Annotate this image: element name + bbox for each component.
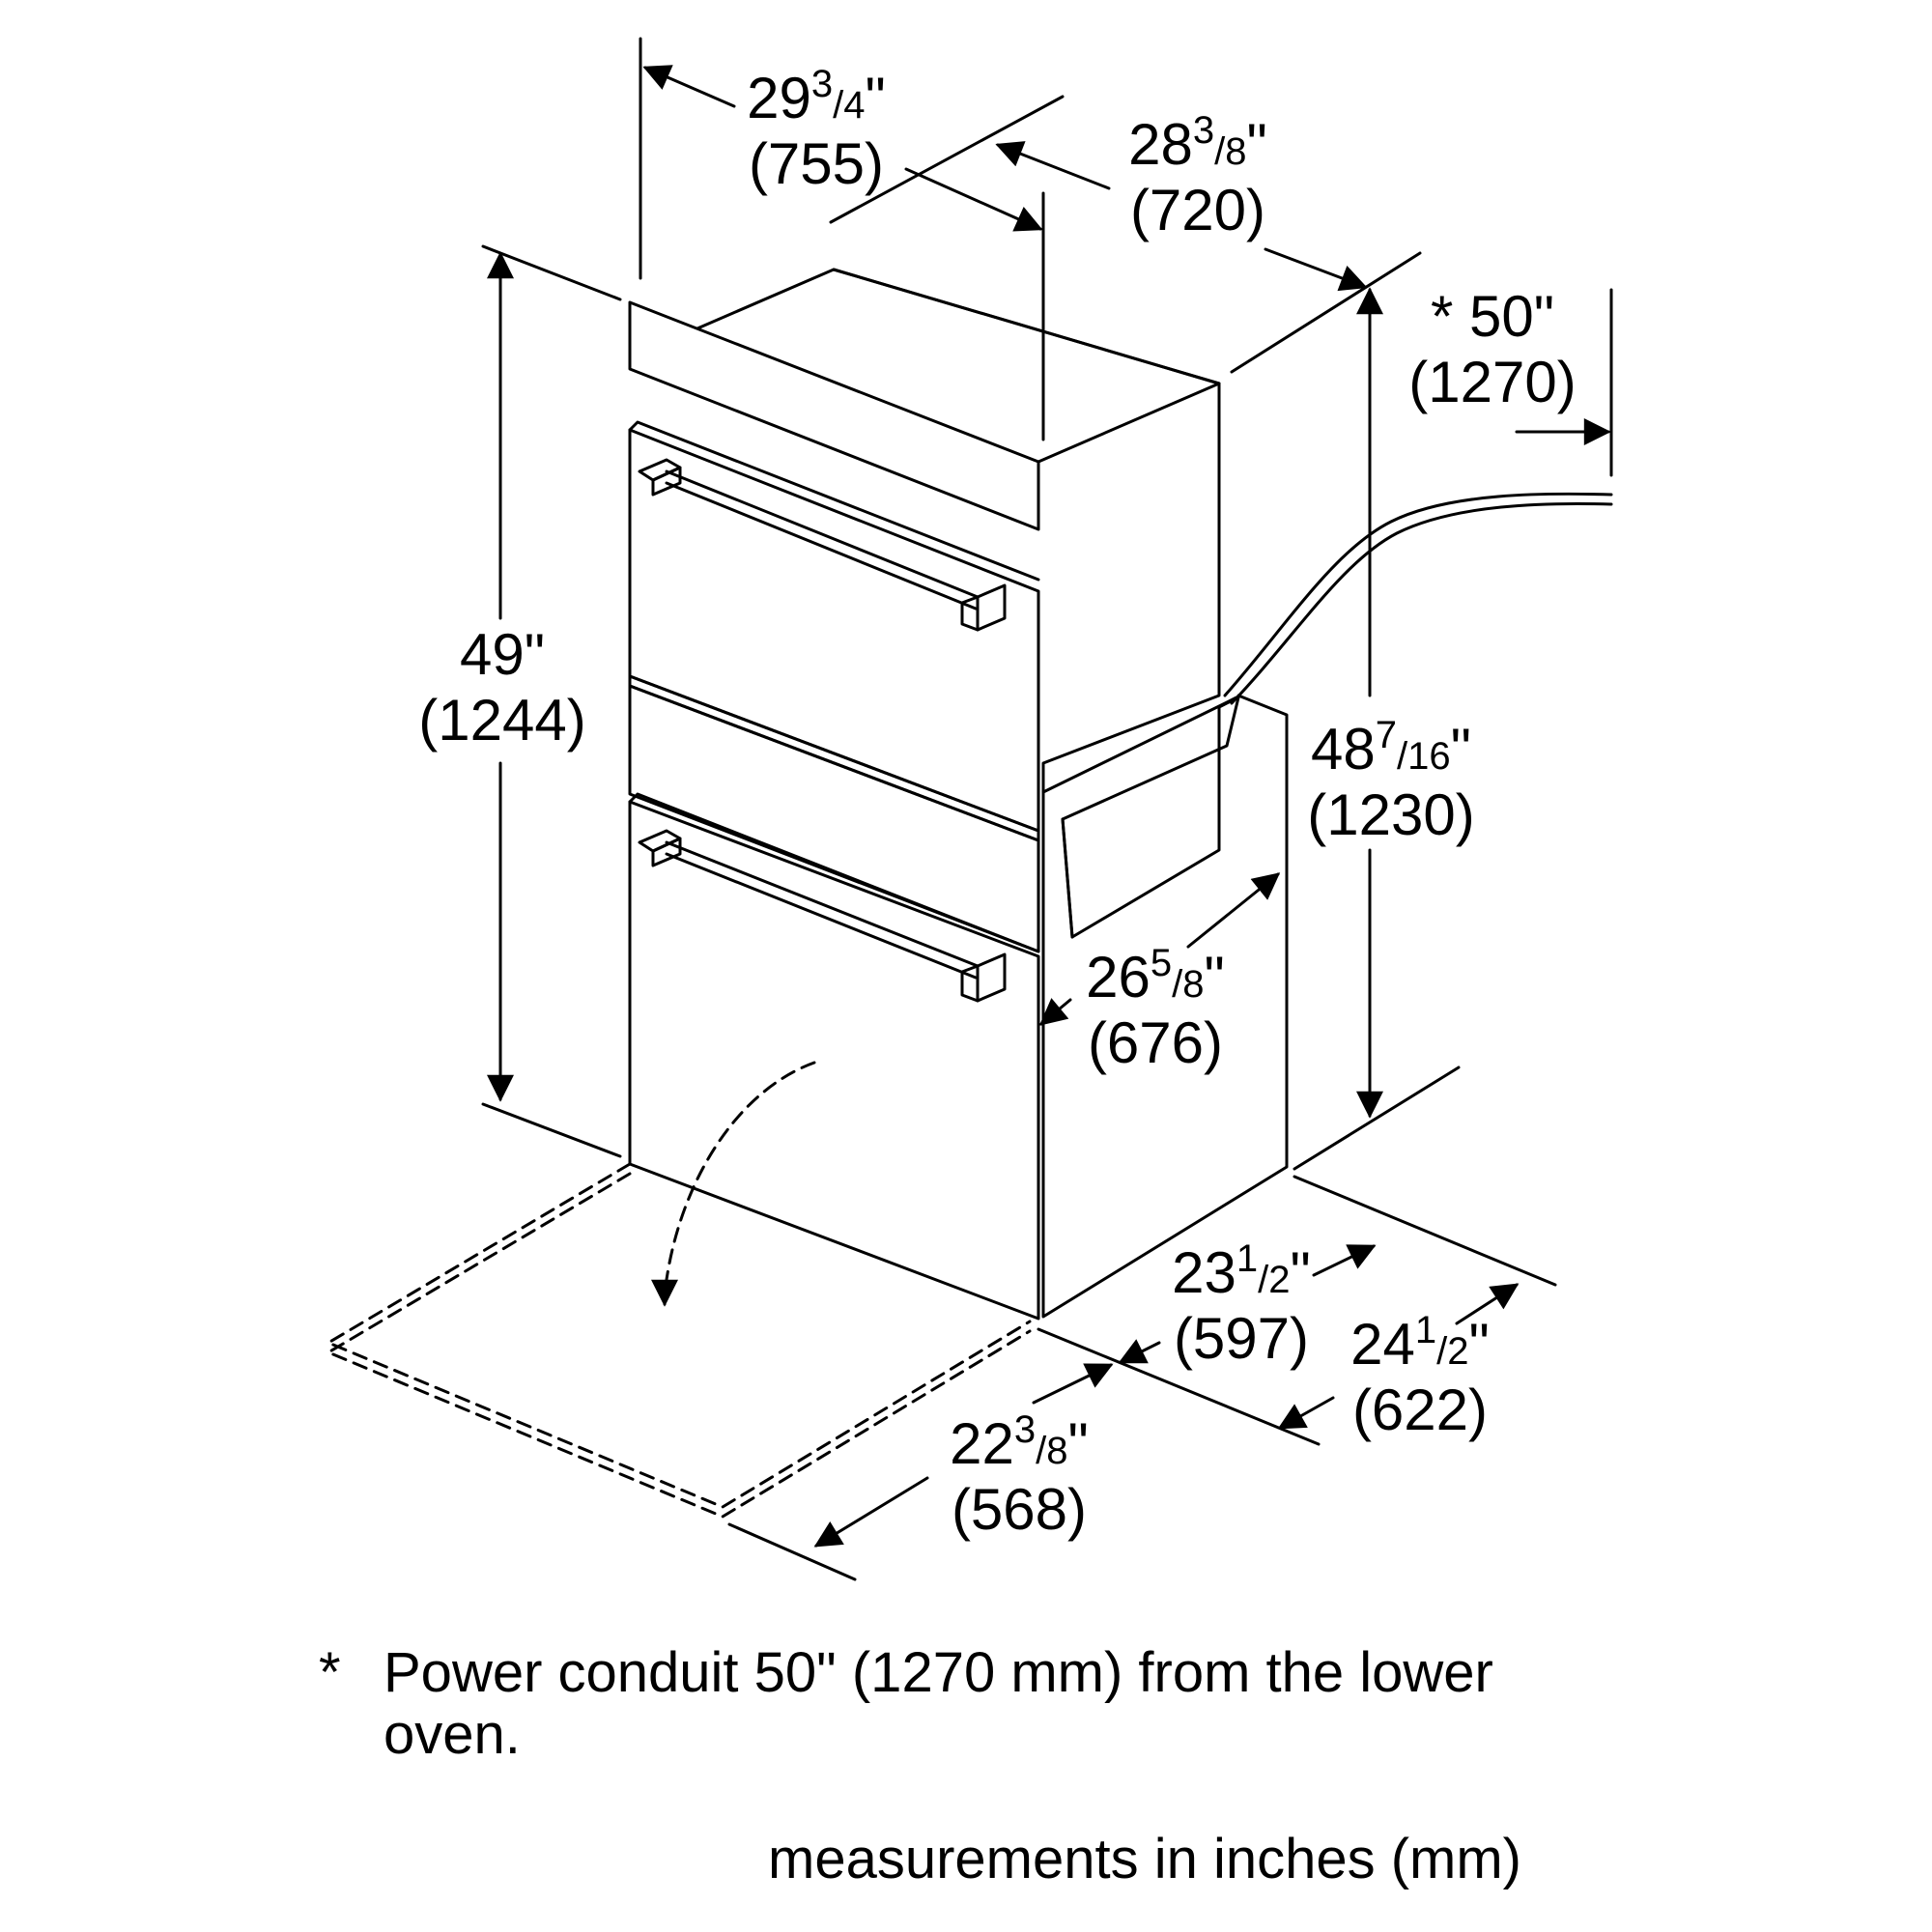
upper-door-edge: [628, 420, 1040, 582]
arrow-door-open-b: [813, 1476, 929, 1548]
arrow-base-depth-out-b: [1277, 1396, 1335, 1430]
arrow-cutout-depth-b: [1038, 998, 1072, 1026]
power-conduit-cable-2: [1230, 501, 1613, 705]
lower-oven-door: [628, 800, 1040, 1321]
label-top-depth-mm: (720): [1130, 178, 1265, 242]
door-swing-outline: [327, 1162, 1032, 1509]
conduit-box-edge: [1061, 817, 1074, 939]
label-overall-height-mm: (1244): [418, 688, 585, 753]
cabinet-top-rear: [832, 268, 1221, 385]
lower-cabinet-side: [1041, 694, 1289, 1319]
ext-line-swing-front: [727, 1522, 857, 1581]
arrow-cutout-depth-a: [1186, 872, 1281, 949]
ext-line-right-bottom: [1293, 1065, 1461, 1171]
control-panel: [628, 300, 1040, 531]
label-top-depth: 283/8": [1128, 109, 1267, 177]
label-cutout-depth-mm: (676): [1088, 1010, 1223, 1075]
lower-handle: [638, 829, 1007, 1003]
label-conduit: * 50": [1431, 284, 1554, 349]
footnote-marker: *: [319, 1641, 341, 1704]
label-cutout-depth: 265/8": [1086, 942, 1225, 1009]
lower-door-edge: [628, 792, 1040, 953]
ext-line-height-bottom: [481, 1102, 622, 1158]
power-conduit-cable: [1223, 492, 1613, 697]
ext-line-height-top: [481, 244, 622, 301]
arrow-door-open-a: [1032, 1363, 1114, 1405]
door-swing-outline-inner: [327, 1172, 1032, 1519]
cabinet-top-edge: [696, 268, 1221, 392]
upper-cabinet-side: [1037, 382, 1221, 784]
footnote-text: Power conduit 50" (1270 mm) from the low…: [384, 1641, 1493, 1766]
label-base-depth-out: 241/2": [1350, 1309, 1490, 1377]
lower-control-panel: [628, 684, 1040, 953]
conduit-box: [1061, 696, 1240, 939]
label-top-width: 293/4": [747, 63, 886, 130]
cabinet-cutout: [1041, 696, 1238, 794]
arrow-base-depth-b: [1118, 1339, 1161, 1364]
label-base-depth-mm: (597): [1174, 1306, 1309, 1371]
ext-line-top-right: [1230, 251, 1422, 374]
measurement-note: measurements in inches (mm): [768, 1828, 1521, 1890]
ext-line-top-rear: [829, 95, 1065, 224]
arrow-top-width-a: [642, 65, 736, 108]
upper-handle: [638, 458, 1007, 632]
label-door-open-mm: (568): [952, 1477, 1087, 1542]
label-conduit-mm: (1270): [1408, 350, 1576, 414]
arrow-base-depth-out-a: [1455, 1283, 1520, 1325]
arrow-top-depth-a: [995, 141, 1111, 190]
label-base-depth: 231/2": [1172, 1237, 1311, 1305]
label-base-depth-out-mm: (622): [1352, 1378, 1488, 1442]
arrow-top-width-b: [904, 167, 1043, 232]
ext-line-base-right: [1293, 1175, 1557, 1287]
label-door-open: 223/8": [950, 1408, 1089, 1476]
label-top-width-mm: (755): [749, 131, 884, 196]
door-swing-arc: [663, 1061, 816, 1296]
label-overall-height: 49": [460, 622, 545, 687]
label-cutout-height: 487/16": [1311, 714, 1471, 781]
arrow-base-depth-a: [1312, 1244, 1377, 1277]
ext-line-base-front: [1037, 1327, 1321, 1446]
label-cutout-height-mm: (1230): [1307, 782, 1474, 847]
arrow-top-depth-b: [1264, 247, 1368, 292]
